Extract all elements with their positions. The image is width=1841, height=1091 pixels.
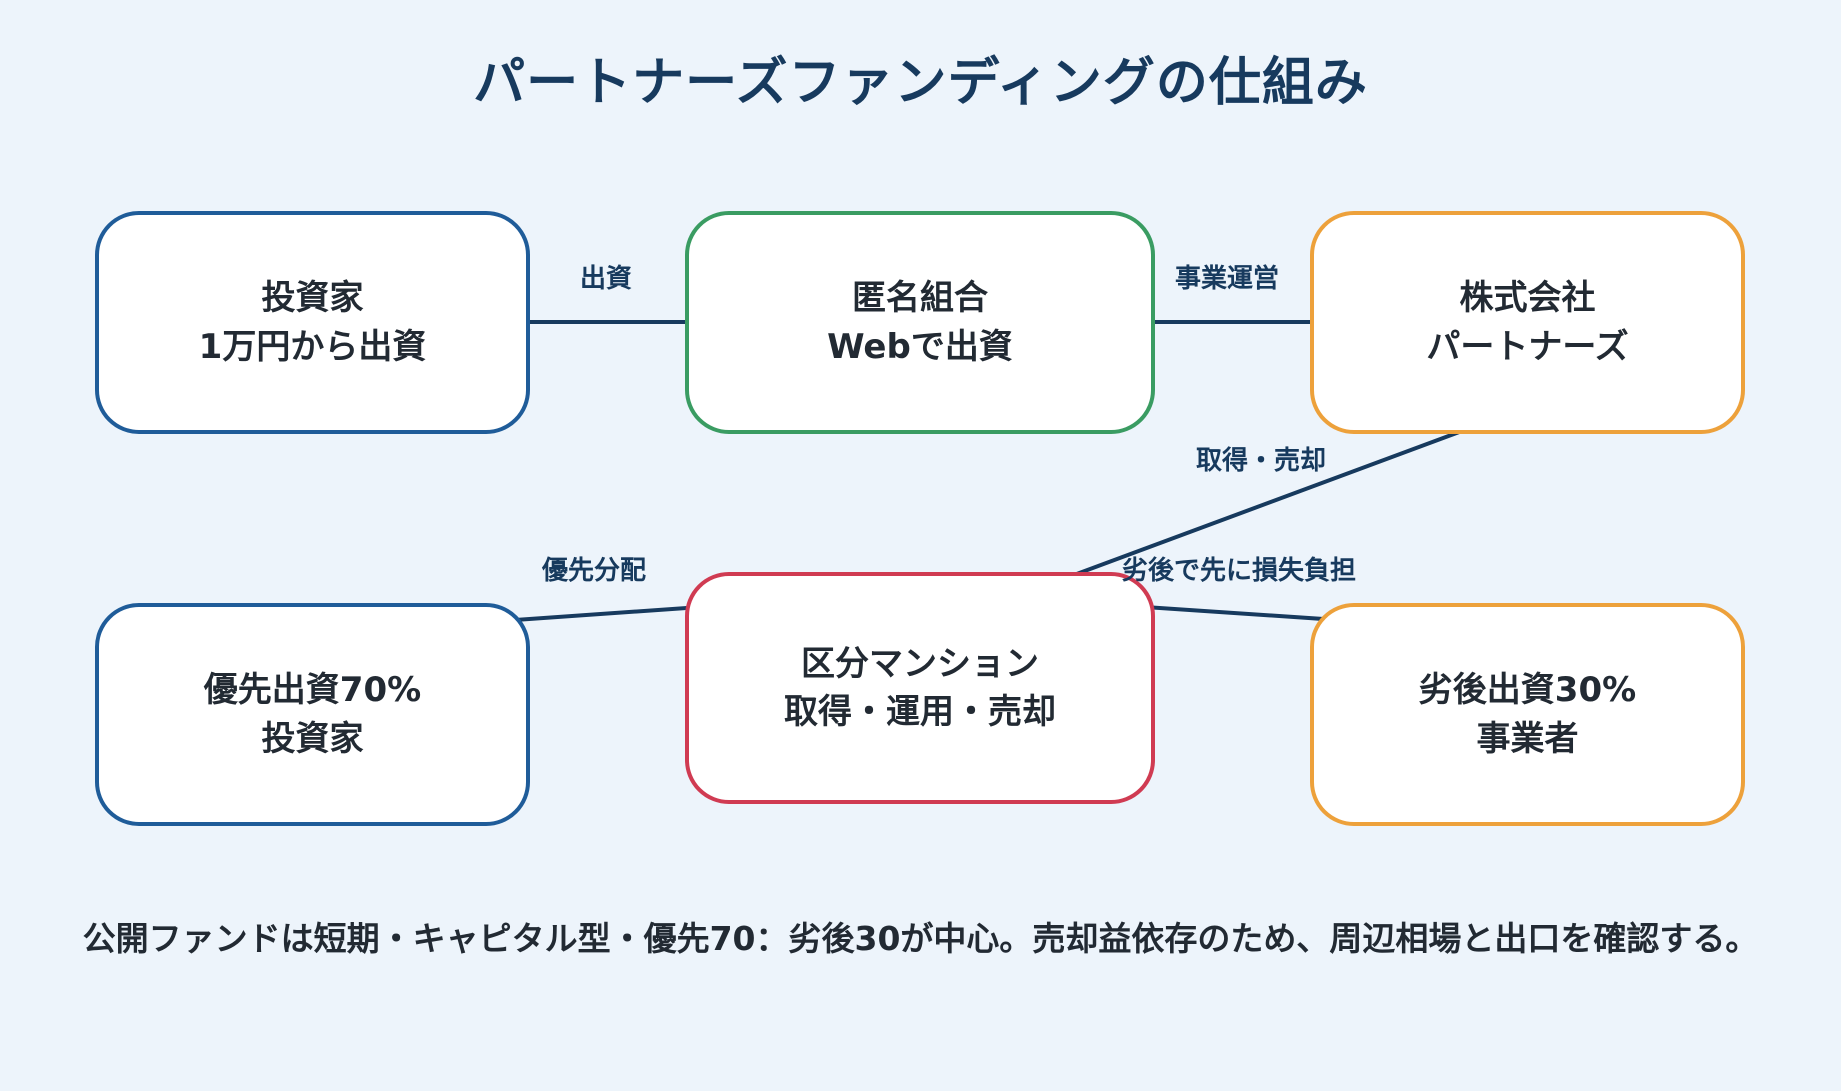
arrow-partners-to-mansion <box>1010 406 1525 600</box>
label-loss-absorption: 劣後で先に損失負担 <box>1122 556 1357 586</box>
tokumei-node: 匿名組合 Webで出資 <box>685 211 1155 434</box>
partners-node-line1: 株式会社 <box>1459 278 1596 319</box>
subordinate-node-line2: 事業者 <box>1476 718 1579 759</box>
tokumei-node-line1: 匿名組合 <box>852 278 988 319</box>
investor-node: 投資家 1万円から出資 <box>95 211 530 434</box>
label-investment: 出資 <box>580 264 633 294</box>
senior-node-line1: 優先出資70% <box>203 670 422 711</box>
investor-node-line2: 1万円から出資 <box>198 326 427 367</box>
footer-caption: 公開ファンドは短期・キャピタル型・優先70：劣後30が中心。売却益依存のため、周… <box>82 919 1759 958</box>
partners-node: 株式会社 パートナーズ <box>1310 211 1745 434</box>
label-operation: 事業運営 <box>1175 264 1280 294</box>
senior-node-line2: 投資家 <box>261 718 364 759</box>
investor-node-line1: 投資家 <box>261 278 364 319</box>
mansion-node-line1: 区分マンション <box>801 643 1039 684</box>
label-priority-distribution: 優先分配 <box>542 556 647 586</box>
partners-node-line2: パートナーズ <box>1426 326 1629 367</box>
label-acquire-sell: 取得・売却 <box>1196 446 1327 476</box>
subordinate-node: 劣後出資30% 事業者 <box>1310 603 1745 826</box>
tokumei-node-line2: Webで出資 <box>827 326 1013 367</box>
mansion-node-line2: 取得・運用・売却 <box>784 692 1056 732</box>
mansion-node: 区分マンション 取得・運用・売却 <box>685 572 1155 804</box>
diagram-title: パートナーズファンディングの仕組み <box>473 53 1368 113</box>
subordinate-node-line1: 劣後出資30% <box>1418 670 1637 711</box>
senior-node: 優先出資70% 投資家 <box>95 603 530 826</box>
